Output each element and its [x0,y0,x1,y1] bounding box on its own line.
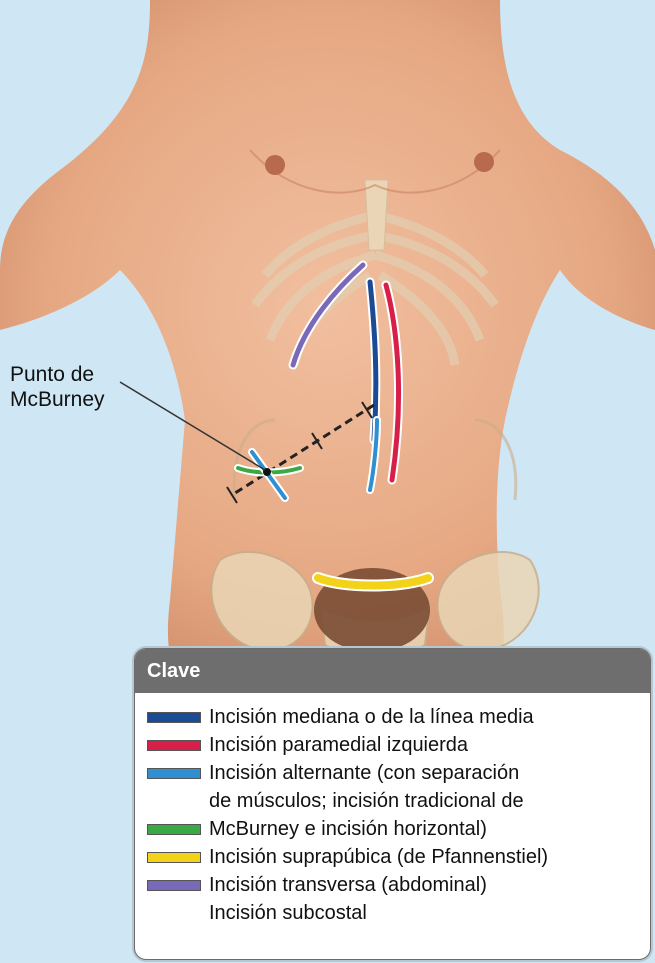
nipple-left [474,152,494,172]
legend-box: Clave Incisión mediana o de la línea med… [134,648,651,960]
legend-item-text: Incisión subcostal [209,902,367,924]
legend-item-text: Incisión alternante (con separación [209,762,519,784]
legend-item-text: Incisión paramedial izquierda [209,734,468,756]
legend-item-continuation: de músculos; incisión tradicional de [143,787,650,815]
legend-item: Incisión transversa (abdominal) [143,871,650,899]
legend-swatch-blue [147,712,201,723]
legend-item-continuation: Incisión subcostal [143,899,650,927]
legend-swatch-light-blue [147,768,201,779]
legend-item-text: McBurney e incisión horizontal) [209,818,487,840]
legend-item: Incisión suprapúbica (de Pfannenstiel) [143,843,650,871]
nipple-right [265,155,285,175]
sternum [365,180,388,250]
legend-item-text: Incisión transversa (abdominal) [209,874,487,896]
legend-item: Incisión mediana o de la línea media [143,703,650,731]
legend-swatch-purple [147,880,201,891]
legend-item: McBurney e incisión horizontal) [143,815,650,843]
legend-item-text: Incisión suprapúbica (de Pfannenstiel) [209,846,548,868]
legend-swatch-yellow [147,852,201,863]
legend-swatch-green [147,824,201,835]
legend-item: Incisión alternante (con separación [143,759,650,787]
callout-line2: McBurney [10,387,105,412]
legend-item-text: de músculos; incisión tradicional de [209,790,524,812]
legend-swatch-red [147,740,201,751]
legend-list: Incisión mediana o de la línea media Inc… [135,693,650,927]
mcburney-callout: Punto de McBurney [10,362,105,412]
legend-item-text: Incisión mediana o de la línea media [209,706,534,728]
legend-title: Clave [135,649,650,693]
legend-item: Incisión paramedial izquierda [143,731,650,759]
callout-line1: Punto de [10,362,105,387]
